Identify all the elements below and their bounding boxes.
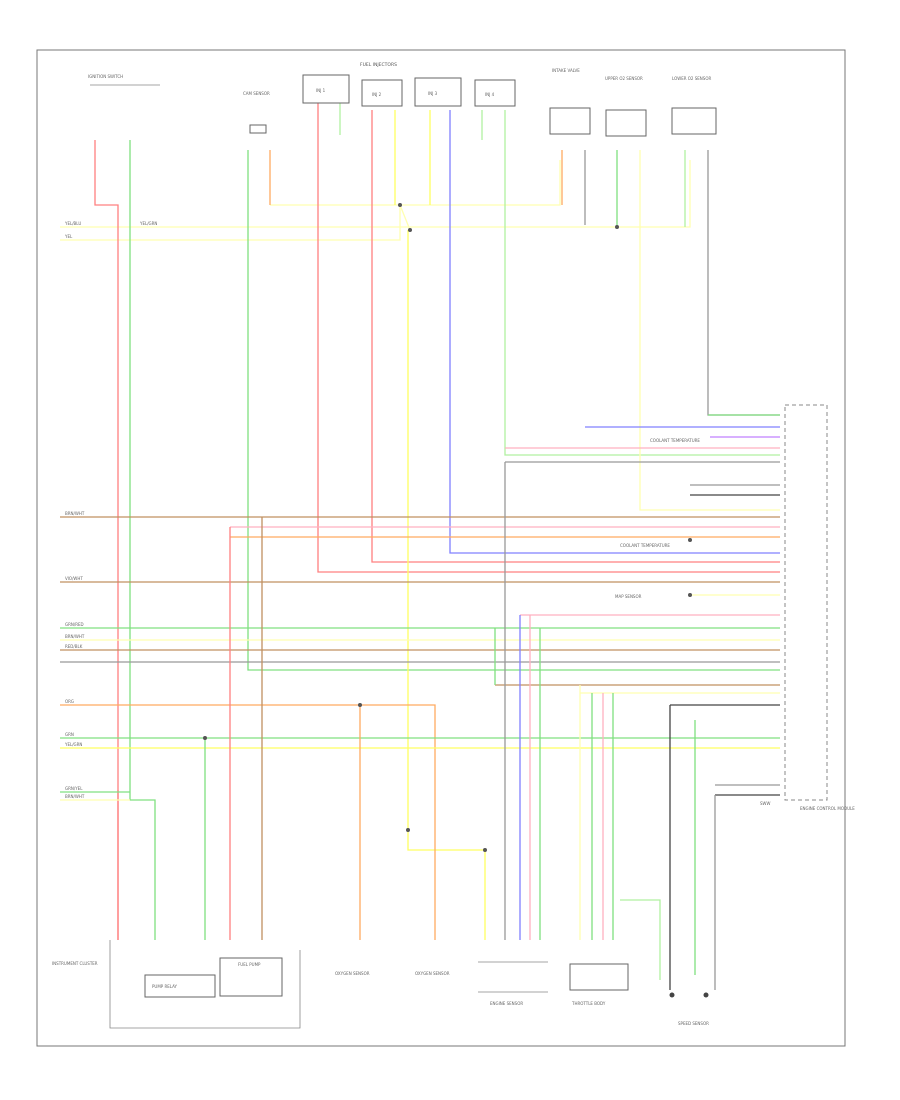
wire-yellow-trunk [407, 230, 486, 940]
speed-sensor-terminal-1 [669, 992, 675, 998]
pump-relay-component: PUMP RELAY [144, 974, 216, 998]
wire-group [60, 100, 780, 990]
throttle-body-label: THROTTLE BODY [571, 1001, 606, 1006]
injector-1-box [302, 74, 350, 104]
injector-1-label: INJ 1 [316, 88, 326, 93]
lower-o2-box [671, 107, 717, 135]
wire-label: YEL/GRN [139, 221, 157, 226]
fuel-pump-component: FUEL PUMP [219, 957, 283, 997]
fuel-pump-box [219, 957, 283, 997]
wire-tb-5 [620, 899, 661, 980]
splice-dots [203, 203, 692, 852]
wire-red-inj1 [317, 100, 780, 573]
oxygen-sensor-1-component: OXYGEN SENSOR [335, 971, 370, 976]
wire-label: YEL/GRN [64, 742, 82, 747]
wire-yellow-lower [639, 150, 780, 511]
ground-return-line [109, 940, 301, 1029]
oxygen-sensor-2-label: OXYGEN SENSOR [415, 971, 450, 976]
wire-label: BRN/WHT [65, 794, 85, 799]
splice-dot [483, 848, 487, 852]
wire-label: GRN/RED [65, 622, 84, 627]
splice-dot [398, 203, 402, 207]
wire-label: RED/BLK [65, 644, 83, 649]
wire-label: YEL [64, 234, 73, 239]
wire-label: GRN [65, 732, 74, 737]
ecm-outline [784, 404, 828, 801]
instrument-cluster-label: INSTRUMENT CLUSTER [52, 961, 98, 966]
left-wire-labels: YEL/BLU YEL YEL/GRN BRN/WHT VIO/WHT GRN/… [64, 221, 157, 799]
wire-label: GRN/YEL [65, 786, 83, 791]
injector-2-label: INJ 2 [372, 92, 382, 97]
engine-sensor-bars [478, 961, 548, 993]
throttle-body-component: THROTTLE BODY [569, 963, 629, 1006]
splice-dot [406, 828, 410, 832]
injector-3-box [414, 77, 462, 107]
injector-4-label: INJ 4 [485, 92, 495, 97]
throttle-body-box [569, 963, 629, 991]
oxygen-sensor-2-component: OXYGEN SENSOR [415, 971, 450, 976]
injector-2-box [361, 79, 403, 107]
wire-label: BRN/WHT [65, 634, 85, 639]
ecm-note-3: MAP SENSOR [615, 594, 642, 599]
ecm-note-1: COOLANT TEMPERATURE [650, 438, 700, 443]
instrument-cluster-component: INSTRUMENT CLUSTER [52, 961, 98, 966]
wire-label: ORG [65, 699, 74, 704]
wire-gray-lowest [707, 150, 780, 416]
lower-o2-component: LOWER O2 SENSOR [671, 76, 717, 135]
splice-dot [615, 225, 619, 229]
intake-valve-box [549, 107, 591, 135]
wire-label: BRN/WHT [65, 511, 85, 516]
lower-o2-label: LOWER O2 SENSOR [672, 76, 711, 81]
engine-sensor-label: ENGINE SENSOR [490, 1001, 523, 1006]
injector-2: INJ 2 [361, 79, 403, 107]
splice-dot [203, 736, 207, 740]
injector-3: INJ 3 [414, 77, 462, 107]
intake-valve-label: INTAKE VALVE [552, 68, 580, 73]
injector-4-box [474, 79, 516, 107]
wire-green-inj4b [504, 110, 780, 456]
wire-green-ign [129, 140, 156, 940]
ignition-switch-component: IGNITION SWITCH [88, 74, 160, 86]
wire-blue-inj3 [449, 110, 780, 554]
injector-1: INJ 1 [302, 74, 350, 104]
engine-control-module: ENGINE CONTROL MODULE SWW [760, 404, 855, 811]
ecm-label: ENGINE CONTROL MODULE [800, 806, 855, 811]
splice-dot [688, 538, 692, 542]
diagram-frame [36, 49, 846, 1047]
fuel-pump-label: FUEL PUMP [238, 962, 261, 967]
engine-sensor-component: ENGINE SENSOR [478, 961, 548, 1006]
wire-ecm-21 [60, 704, 436, 940]
speed-sensor-component: SPEED SENSOR [669, 992, 709, 1026]
injector-4: INJ 4 [474, 79, 516, 107]
upper-o2-label: UPPER O2 SENSOR [605, 76, 643, 81]
upper-o2-box [605, 109, 647, 137]
ecm-note-2: COOLANT TEMPERATURE [620, 543, 670, 548]
splice-dot [408, 228, 412, 232]
splice-dot [688, 593, 692, 597]
fuel-injectors-title: FUEL INJECTORS [360, 62, 397, 68]
wire-label: YEL/BLU [64, 221, 81, 226]
oxygen-sensor-1-label: OXYGEN SENSOR [335, 971, 370, 976]
wire-yellow-bus-2 [60, 160, 561, 241]
wire-yellow-bus-1 [60, 160, 691, 228]
wire-yellow-bus-4 [399, 204, 411, 231]
wire-green-cam [247, 150, 780, 671]
ecm-code: SWW [760, 801, 770, 806]
cam-sensor-box [249, 124, 267, 134]
cam-sensor-component: CAM SENSOR [243, 91, 270, 134]
ignition-switch-label: IGNITION SWITCH [88, 74, 123, 79]
pump-relay-box [144, 974, 216, 998]
splice-dot [358, 703, 362, 707]
speed-sensor-terminal-2 [703, 992, 709, 998]
upper-o2-component: UPPER O2 SENSOR [605, 76, 647, 137]
injector-3-label: INJ 3 [428, 91, 438, 96]
pump-relay-label: PUMP RELAY [152, 984, 178, 989]
intake-valve-component: INTAKE VALVE [549, 68, 591, 135]
wire-red-ign [94, 140, 119, 940]
wire-red-inj2 [371, 110, 780, 563]
speed-sensor-label: SPEED SENSOR [678, 1021, 709, 1026]
cam-sensor-label: CAM SENSOR [243, 91, 270, 96]
wire-label: VIO/WHT [65, 576, 83, 581]
